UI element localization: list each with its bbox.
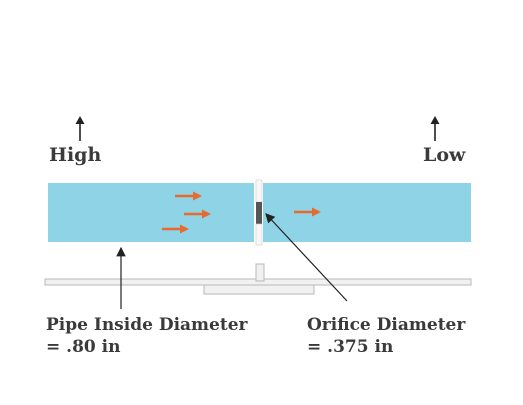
flow-arrow-icon — [162, 224, 189, 234]
flow-arrow-icon — [175, 191, 202, 201]
flow-arrow-icon — [184, 209, 211, 219]
flow-arrow-icon — [294, 207, 321, 217]
orifice-leader-line — [265, 213, 348, 302]
orifice-opening — [256, 202, 262, 224]
high-pressure-label: High — [49, 144, 102, 166]
orifice-plate-top — [255, 179, 263, 203]
pipe-upstream — [48, 183, 254, 242]
up-arrow-icon — [430, 116, 440, 141]
pipe-diameter-label: Pipe Inside Diameter — [46, 315, 248, 335]
stand-post — [255, 263, 265, 282]
up-arrow-icon — [75, 116, 85, 141]
orifice-diameter-label: Orifice Diameter — [307, 315, 466, 335]
orifice-plate-bottom — [255, 223, 263, 246]
pipe-diameter-value: = .80 in — [46, 337, 121, 357]
stand-foot — [203, 284, 315, 295]
low-pressure-label: Low — [423, 144, 466, 166]
orifice-diameter-value: = .375 in — [307, 337, 394, 357]
